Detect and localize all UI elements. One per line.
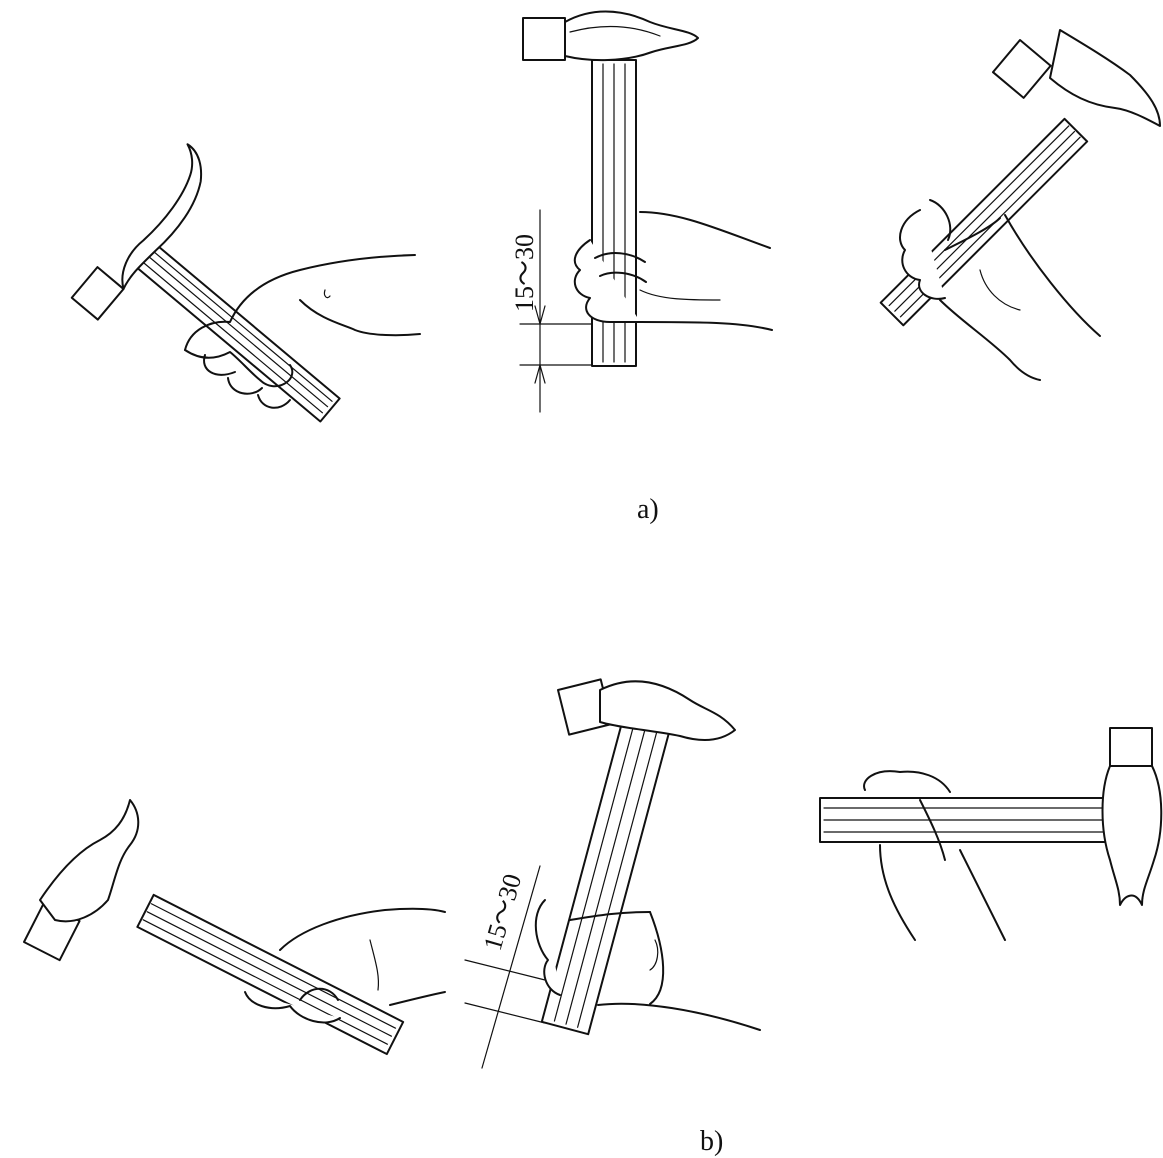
dimension-label-a: 15～30 <box>510 234 539 312</box>
caption-a: a) <box>637 494 659 525</box>
caption-b: b) <box>700 1126 723 1157</box>
diagram-b-left <box>23 799 446 1056</box>
diagram-a-right <box>879 29 1161 381</box>
diagram-b-right <box>819 727 1163 941</box>
dimension-label-b: 15～30 <box>478 871 527 954</box>
diagram-b-middle: 15～30 <box>464 678 761 1069</box>
diagram-a-left <box>70 143 421 423</box>
diagram-a-middle: 15～30 <box>510 10 773 413</box>
